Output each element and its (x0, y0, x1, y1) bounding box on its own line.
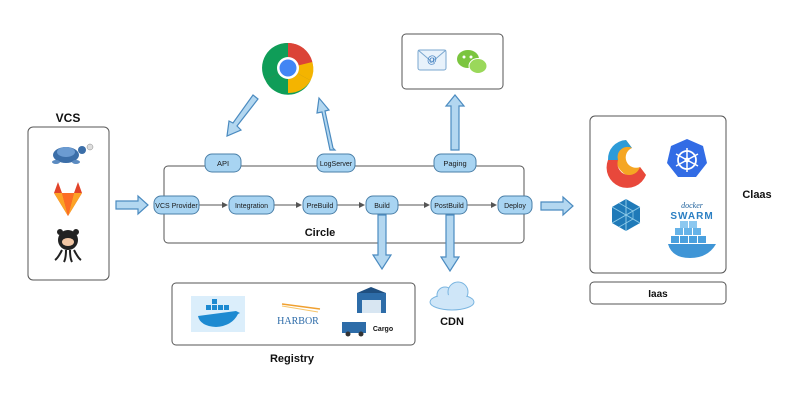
caas-panel: Claas docker SWARM (589, 115, 772, 274)
harbor-logo: HARBOR (277, 303, 321, 327)
docker-swarm-icon: docker SWARM (668, 201, 716, 258)
harbor-text: HARBOR (277, 316, 319, 327)
registry-panel: Registry HARBOR Cargo (171, 282, 416, 365)
github-octocat-icon (54, 229, 82, 263)
paging-node-label: Paging (443, 159, 466, 168)
vcs-panel: VCS (27, 111, 110, 281)
logserver-node[interactable]: LogServer (316, 153, 356, 173)
cargo-truck-icon: Cargo (342, 287, 393, 337)
pipeline-node-label: Build (374, 203, 390, 210)
pipeline-node-label: VCS Provider (155, 203, 198, 210)
pipeline-node-deploy[interactable]: Deploy (497, 195, 533, 215)
chrome-to-api-arrow (226, 94, 259, 137)
pipeline-node-label: Deploy (504, 203, 526, 210)
turtle-icon (52, 143, 94, 164)
iaas-label: Iaas (648, 289, 668, 300)
api-node[interactable]: API (204, 153, 242, 173)
circle-label: Circle (305, 227, 336, 239)
vcs-label: VCS (56, 111, 81, 125)
paging-to-notification-arrow (444, 94, 466, 151)
cargo-text: Cargo (373, 326, 393, 333)
docker-whale-icon (191, 296, 245, 332)
notification-panel: @ (401, 33, 504, 90)
vcs-to-circle-arrow (115, 194, 149, 216)
logserver-node-label: LogServer (320, 161, 353, 168)
mail-at-sign: @ (427, 55, 437, 66)
chrome-icon (262, 42, 314, 95)
swarm-docker-text: docker (681, 201, 704, 210)
pipeline-node-label: PreBuild (307, 203, 334, 210)
pipeline-node-vcs-provider[interactable]: VCS Provider (153, 195, 200, 215)
gitlab-icon (54, 182, 82, 216)
wechat-icon (457, 50, 488, 74)
pipeline-node-prebuild[interactable]: PreBuild (302, 195, 338, 215)
pipeline-node-postbuild[interactable]: PostBuild (430, 195, 468, 215)
pipeline-node-build[interactable]: Build (365, 195, 399, 215)
pipeline-node-label: Integration (235, 203, 268, 210)
mail-icon: @ (417, 49, 447, 71)
api-node-label: API (217, 159, 229, 168)
paging-node[interactable]: Paging (433, 153, 477, 173)
iaas-panel: Iaas (589, 281, 727, 305)
postbuild-to-cdn-arrow (439, 214, 461, 273)
registry-label: Registry (270, 353, 315, 365)
logserver-to-chrome-arrow (316, 96, 337, 151)
cdn-label: CDN (440, 316, 464, 328)
circle-to-caas-arrow (540, 195, 574, 217)
cloud-icon (429, 281, 475, 311)
rancher-icon (606, 140, 646, 188)
kubernetes-icon (667, 139, 707, 177)
caas-label: Claas (742, 189, 771, 201)
mesos-icon (611, 199, 641, 231)
pipeline-node-integration[interactable]: Integration (228, 195, 275, 215)
swarm-text: SWARM (670, 211, 713, 222)
build-to-registry-arrow (371, 214, 393, 271)
pipeline-node-label: PostBuild (434, 203, 464, 210)
cdn-group: CDN (429, 281, 475, 328)
